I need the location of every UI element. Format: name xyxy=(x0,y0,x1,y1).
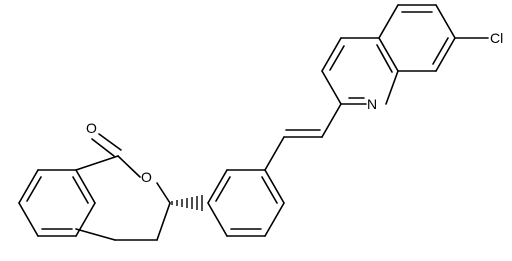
atom-label-ring-oxygen: O xyxy=(141,169,152,185)
atom-label-nitrogen: N xyxy=(367,96,377,112)
vinyl-linker xyxy=(264,103,342,171)
quinoline-benzo-ring xyxy=(378,4,456,72)
fused-benzene-ring xyxy=(18,169,96,237)
atom-label-carbonyl-oxygen: O xyxy=(86,120,97,136)
central-benzene-ring xyxy=(207,169,285,237)
lactone-ring xyxy=(75,133,171,241)
stereo-hash-bond xyxy=(171,195,203,211)
atom-label-chlorine: Cl xyxy=(490,30,503,46)
quinoline-pyridine-ring xyxy=(321,37,399,105)
